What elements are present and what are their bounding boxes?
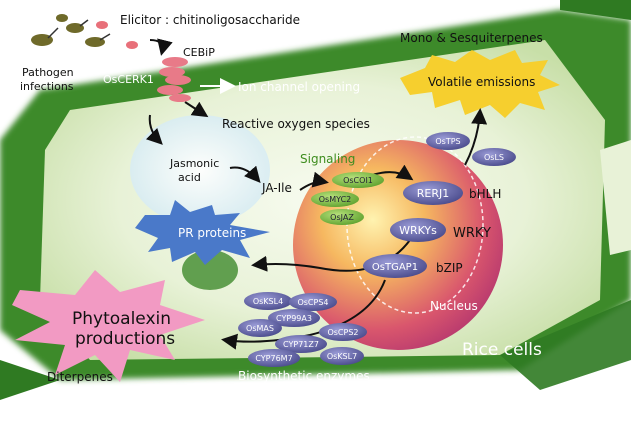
vacuole <box>130 115 270 225</box>
jasmonic-label: Jasmonic <box>169 157 219 170</box>
wrky-label: WRKY <box>453 226 491 241</box>
diterpenes-label: Diterpenes <box>47 370 113 384</box>
osmyc2-label: OsMYC2 <box>319 195 352 204</box>
volatile-label: Volatile emissions <box>428 75 535 89</box>
enzyme-oval <box>268 309 320 327</box>
enzyme-label: OsKSL7 <box>327 352 357 361</box>
pr-proteins-label: PR proteins <box>178 226 246 240</box>
receptor-icon <box>157 57 191 102</box>
ion-channel-label: Ion channel opening <box>238 80 360 94</box>
enzyme-label: OsCPS2 <box>327 328 358 337</box>
productions-label: productions <box>75 329 175 349</box>
enzyme-oval <box>320 347 364 365</box>
enzyme-label: OsKSL4 <box>253 297 283 306</box>
pr-proteins-star <box>135 200 270 265</box>
chloroplast <box>182 250 238 290</box>
cebip-label: CEBiP <box>183 46 215 59</box>
ostgap1-oval <box>363 254 427 278</box>
elicitor-icon <box>126 41 138 49</box>
biosynthetic-enzymes-label: Biosynthetic enzymes <box>238 369 370 383</box>
signaling-label: Signaling <box>300 152 355 166</box>
enzyme-label: CYP76M7 <box>255 354 292 363</box>
osjaz-oval <box>320 209 364 225</box>
enzyme-oval <box>238 319 282 337</box>
enzyme-label: CYP99A3 <box>276 314 312 323</box>
ros-label: Reactive oxygen species <box>222 117 370 131</box>
wrkys-oval <box>390 218 446 242</box>
enzyme-oval <box>319 323 367 341</box>
volatile-emissions-star <box>400 50 560 118</box>
enzyme-oval <box>289 293 337 311</box>
rice-cells-label: Rice cells <box>462 340 542 360</box>
oscerk1-label: OsCERK1 <box>103 73 154 86</box>
phytoalexin-label: Phytoalexin <box>72 309 171 329</box>
ostgap1-label: OsTGAP1 <box>372 262 418 273</box>
enzyme-oval <box>248 349 300 367</box>
pathogen-icon <box>31 14 111 47</box>
rerj1-oval <box>403 181 463 205</box>
bhlh-label: bHLH <box>469 187 501 201</box>
elicitor-label: Elicitor : chitinoligosaccharide <box>120 13 300 27</box>
pathogen-label: Pathogen <box>22 66 74 79</box>
mono-sesqui-label: Mono & Sesquiterpenes <box>400 31 543 45</box>
bzip-label: bZIP <box>436 261 463 275</box>
oscoi1-oval <box>332 172 384 188</box>
nucleus <box>293 140 503 350</box>
arrows <box>145 38 488 350</box>
osjaz-label: OsJAZ <box>330 213 354 222</box>
oscoi1-label: OsCOI1 <box>343 176 373 185</box>
osmyc2-oval <box>311 191 359 207</box>
infections-label: infections <box>20 80 74 93</box>
phytoalexin-star <box>12 270 205 382</box>
nucleus-dashed-region <box>346 136 484 314</box>
enzyme-label: OsMAS <box>246 324 274 333</box>
nucleus-label: Nucleus <box>430 299 478 313</box>
ja-ile-label: JA-Ile <box>261 181 292 195</box>
osls-label: OsLS <box>484 153 504 162</box>
ostps-oval <box>426 132 470 150</box>
enzyme-oval <box>244 292 292 310</box>
enzyme-label: CYP71Z7 <box>283 340 319 349</box>
enzyme-oval <box>275 335 327 353</box>
ostps-label: OsTPS <box>435 137 460 146</box>
rerj1-label: RERJ1 <box>417 187 449 200</box>
acid-label: acid <box>178 171 201 184</box>
wrkys-label: WRKYs <box>399 224 437 237</box>
elicitor-icon <box>96 21 108 29</box>
enzyme-label: OsCPS4 <box>297 298 328 307</box>
osls-oval <box>472 148 516 166</box>
enzyme-cluster: OsKSL4 OsCPS4 CYP99A3 OsMAS OsCPS2 CYP71… <box>238 292 367 367</box>
